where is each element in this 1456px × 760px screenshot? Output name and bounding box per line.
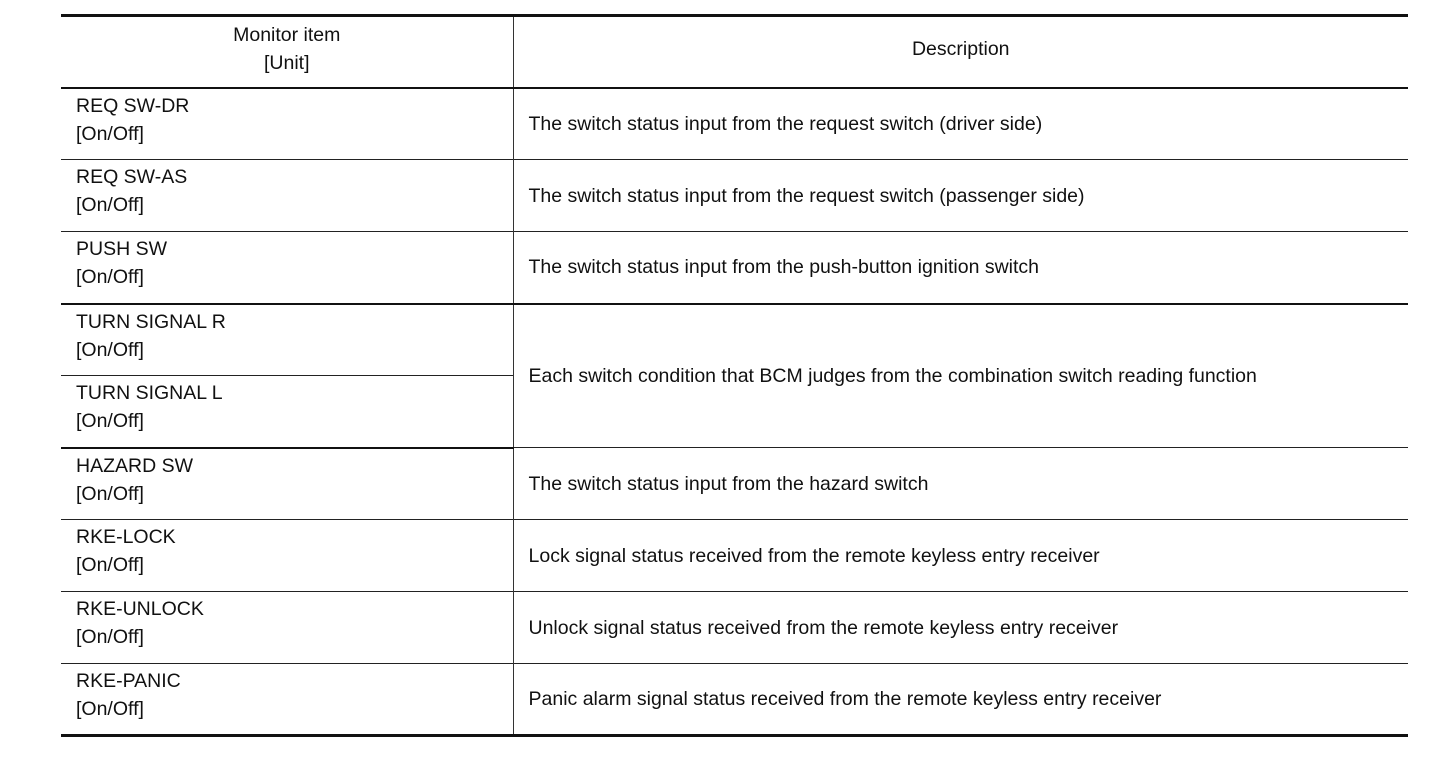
- table-row: RKE-PANIC [On/Off] Panic alarm signal st…: [61, 663, 1408, 737]
- monitor-item-unit: [On/Off]: [76, 698, 144, 720]
- table-row: TURN SIGNAL R [On/Off] Each switch condi…: [61, 302, 1408, 448]
- description-cell: Lock signal status received from the rem…: [513, 519, 1408, 592]
- monitor-item-unit: [On/Off]: [76, 482, 144, 505]
- description-cell: Panic alarm signal status received from …: [513, 663, 1408, 737]
- monitor-item-name: PUSH SW: [76, 238, 168, 260]
- description-cell: The switch status input from the request…: [513, 159, 1408, 232]
- table-row: REQ SW-DR [On/Off] The switch status inp…: [61, 87, 1408, 160]
- table-row: RKE-LOCK [On/Off] Lock signal status rec…: [61, 519, 1408, 592]
- monitor-item-cell: PUSH SW [On/Off]: [61, 231, 514, 304]
- description-cell: The switch status input from the hazard …: [513, 447, 1408, 520]
- table-header: Monitor item [Unit] Description: [61, 14, 1408, 89]
- description-cell: Unlock signal status received from the r…: [513, 591, 1408, 664]
- description-cell: The switch status input from the push-bu…: [513, 231, 1408, 304]
- description-cell-merged: Each switch condition that BCM judges fr…: [513, 302, 1408, 448]
- monitor-item-name: TURN SIGNAL L: [76, 382, 223, 404]
- monitor-item-name: RKE-LOCK: [76, 526, 176, 548]
- monitor-item-name: HAZARD SW: [76, 454, 193, 477]
- monitor-item-cell: RKE-PANIC [On/Off]: [61, 663, 514, 737]
- header-row: Monitor item [Unit] Description: [61, 14, 1408, 89]
- monitor-item-cell: REQ SW-DR [On/Off]: [61, 87, 514, 160]
- monitor-item-cell: TURN SIGNAL L [On/Off]: [61, 375, 514, 449]
- monitor-item-cell: RKE-LOCK [On/Off]: [61, 519, 514, 592]
- table-row: PUSH SW [On/Off] The switch status input…: [61, 231, 1408, 304]
- table-row: TURN SIGNAL L [On/Off]: [61, 375, 1408, 449]
- table-row: HAZARD SW [On/Off] The switch status inp…: [61, 447, 1408, 520]
- monitor-item-cell: TURN SIGNAL R [On/Off]: [61, 302, 514, 376]
- monitor-item-unit: [On/Off]: [76, 194, 144, 216]
- header-unit-label: [Unit]: [263, 52, 310, 74]
- monitor-item-table: Monitor item [Unit] Description REQ SW-D…: [61, 14, 1408, 737]
- table-row: RKE-UNLOCK [On/Off] Unlock signal status…: [61, 591, 1408, 664]
- header-item-label: Monitor item: [233, 24, 341, 46]
- monitor-item-name: REQ SW-AS: [76, 166, 188, 188]
- monitor-item-name: TURN SIGNAL R: [76, 310, 226, 333]
- monitor-item-unit: [On/Off]: [76, 266, 144, 288]
- monitor-item-unit: [On/Off]: [76, 122, 144, 145]
- table-body: REQ SW-DR [On/Off] The switch status inp…: [61, 87, 1408, 737]
- table-row: REQ SW-AS [On/Off] The switch status inp…: [61, 159, 1408, 232]
- description-cell: The switch status input from the request…: [513, 87, 1408, 160]
- monitor-item-name: RKE-PANIC: [76, 670, 181, 692]
- monitor-item-name: RKE-UNLOCK: [76, 598, 204, 620]
- header-monitor-item: Monitor item [Unit]: [61, 14, 514, 89]
- monitor-item-name: REQ SW-DR: [76, 94, 190, 117]
- header-description: Description: [513, 14, 1408, 89]
- monitor-item-unit: [On/Off]: [76, 338, 144, 361]
- monitor-item-unit: [On/Off]: [76, 410, 144, 432]
- monitor-item-unit: [On/Off]: [76, 554, 144, 576]
- monitor-item-cell: HAZARD SW [On/Off]: [61, 447, 514, 520]
- monitor-item-cell: RKE-UNLOCK [On/Off]: [61, 591, 514, 664]
- monitor-item-unit: [On/Off]: [76, 626, 144, 648]
- monitor-item-cell: REQ SW-AS [On/Off]: [61, 159, 514, 232]
